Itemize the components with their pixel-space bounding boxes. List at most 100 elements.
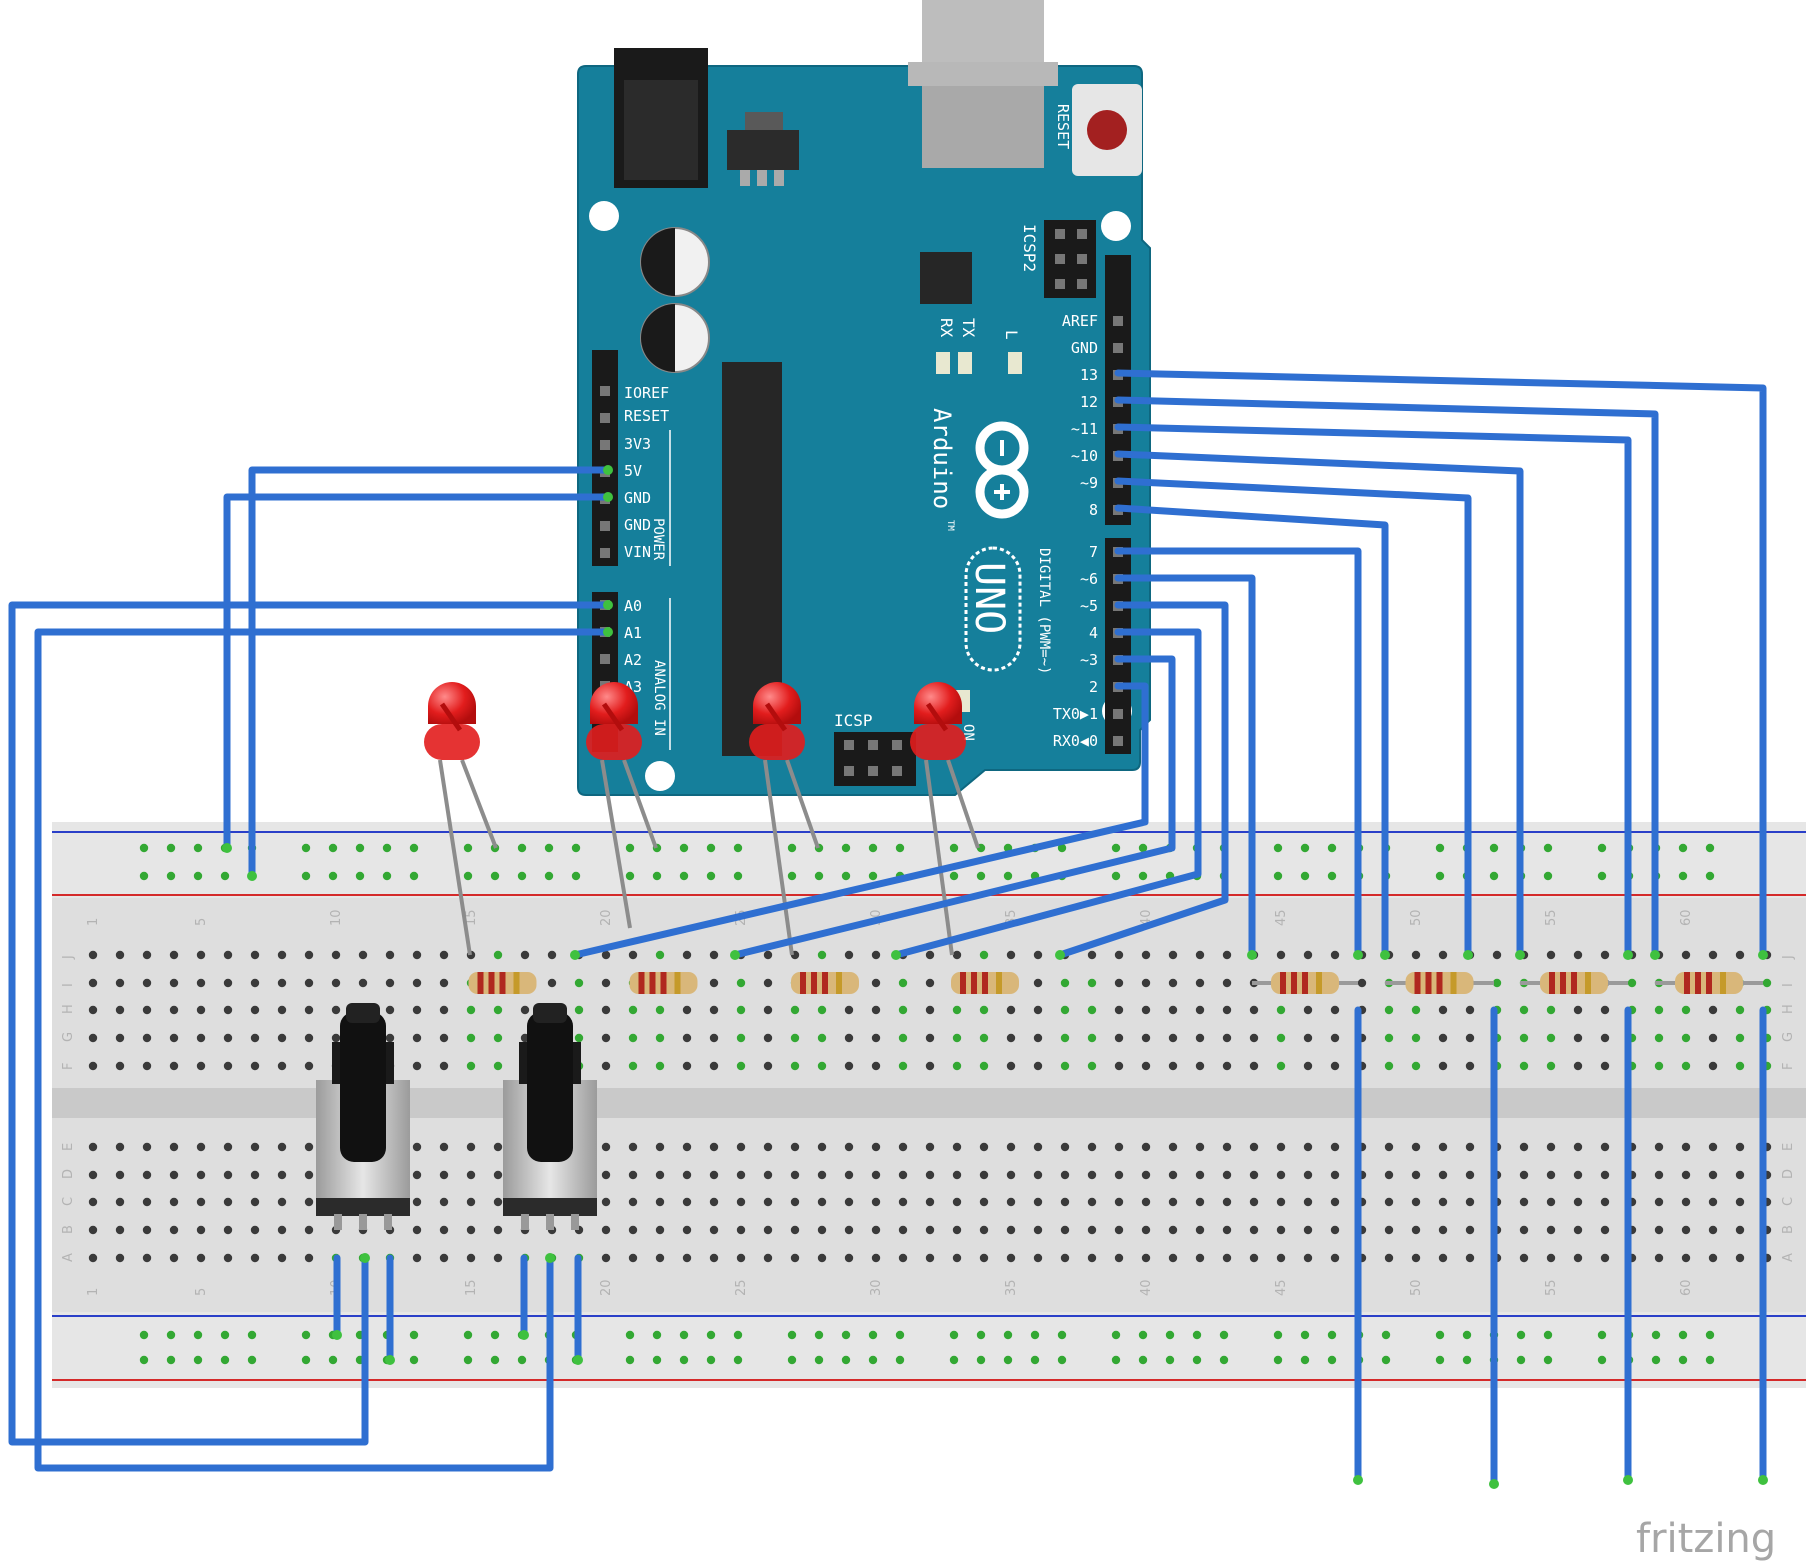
rail-hole (409, 1355, 419, 1365)
bb-hole (493, 1142, 503, 1152)
bb-hole (1411, 1061, 1421, 1071)
bb-hole (88, 978, 98, 988)
wire-endpoint (1055, 950, 1065, 960)
tx-label: TX (959, 318, 978, 338)
bb-hole (1438, 1253, 1448, 1263)
bb-hole (1303, 1253, 1313, 1263)
bb-hole (709, 1170, 719, 1180)
rail-hole (1651, 1355, 1661, 1365)
fritzing-watermark: fritzing (1636, 1516, 1776, 1562)
row-letter-left: D (61, 1169, 76, 1179)
bb-hole (1600, 1197, 1610, 1207)
usb-chip (920, 252, 972, 304)
wire-d13 (1114, 369, 1767, 959)
bb-hole (439, 1142, 449, 1152)
breadboard: 1155101015152020252530303535404045455050… (52, 822, 1806, 1388)
wire-ends (222, 465, 1768, 1489)
analog-group-label: ANALOG IN (651, 660, 667, 736)
rail-hole (1273, 1330, 1283, 1340)
bb-hole (1114, 1061, 1124, 1071)
bb-hole (277, 1061, 287, 1071)
bb-hole (736, 1197, 746, 1207)
bb-hole (115, 1225, 125, 1235)
reg-pin-2 (757, 170, 767, 186)
bb-hole (979, 1142, 989, 1152)
resistor-2 (629, 972, 698, 994)
bb-hole (1033, 1197, 1043, 1207)
rail-hole (949, 843, 959, 853)
bb-hole (1573, 1225, 1583, 1235)
bb-hole (925, 1197, 935, 1207)
wire-gnd (223, 493, 612, 852)
bb-hole (763, 1005, 773, 1015)
bb-hole (1573, 1197, 1583, 1207)
rail-hole (1435, 1330, 1445, 1340)
rail-hole (463, 843, 473, 853)
pin-label-6: ~6 (1080, 570, 1098, 588)
rail-hole (787, 1330, 797, 1340)
bb-hole (709, 1005, 719, 1015)
bb-hole (1681, 1033, 1691, 1043)
rx-label: RX (937, 318, 956, 338)
bb-hole (763, 1033, 773, 1043)
bb-hole (1168, 1033, 1178, 1043)
bb-hole (1222, 1197, 1232, 1207)
rail-hole (1705, 1355, 1715, 1365)
led-2 (586, 682, 642, 760)
bb-hole (331, 978, 341, 988)
bb-hole (1546, 1005, 1556, 1015)
bb-hole (331, 1005, 341, 1015)
rail-hole (490, 1355, 500, 1365)
bb-hole (628, 1033, 638, 1043)
bb-hole (1438, 1197, 1448, 1207)
bb-hole (142, 1197, 152, 1207)
bb-hole (1492, 978, 1502, 988)
bb-hole (1168, 1170, 1178, 1180)
bb-hole (871, 1033, 881, 1043)
bb-hole (412, 1225, 422, 1235)
row-letter-right: I (1781, 983, 1796, 987)
bb-hole (1195, 1197, 1205, 1207)
bb-hole (1330, 1225, 1340, 1235)
mounting-hole-1 (589, 201, 619, 231)
wire-endpoint (1623, 950, 1633, 960)
reset-button[interactable] (1087, 110, 1127, 150)
bb-hole (601, 1005, 611, 1015)
bb-hole (1276, 1142, 1286, 1152)
potentiometer-1[interactable] (316, 1003, 410, 1230)
bb-hole (1006, 950, 1016, 960)
bb-hole (1654, 1197, 1664, 1207)
bb-hole (736, 1225, 746, 1235)
bb-hole (196, 1033, 206, 1043)
bb-hole (277, 1142, 287, 1152)
rail-hole (652, 1330, 662, 1340)
pin-label-rx0: RX0◀0 (1053, 732, 1098, 750)
bb-hole (817, 1142, 827, 1152)
rail-hole (1273, 871, 1283, 881)
rail-hole (868, 1330, 878, 1340)
bb-hole (1249, 1170, 1259, 1180)
rail-hole (787, 1355, 797, 1365)
bb-hole (493, 1253, 503, 1263)
rail-hole (220, 1355, 230, 1365)
rail-hole (355, 871, 365, 881)
rail-hole (1678, 1330, 1688, 1340)
bb-hole (1654, 1170, 1664, 1180)
bb-hole (1681, 1253, 1691, 1263)
potentiometer-2[interactable] (503, 1003, 597, 1230)
bb-hole (1033, 950, 1043, 960)
bb-hole (871, 1197, 881, 1207)
bb-hole (1519, 1061, 1529, 1071)
pin-label-a0: A0 (624, 597, 642, 615)
rail-hole (247, 1355, 257, 1365)
column-number-bottom: 15 (464, 1279, 479, 1296)
wire-endpoint (891, 950, 901, 960)
bb-hole (1438, 950, 1448, 960)
bb-hole (1735, 1033, 1745, 1043)
tm-label: TM (945, 520, 955, 531)
rail-hole (1597, 843, 1607, 853)
bb-hole (655, 1061, 665, 1071)
bb-hole (196, 950, 206, 960)
bb-hole (277, 1197, 287, 1207)
bb-hole (1330, 1061, 1340, 1071)
